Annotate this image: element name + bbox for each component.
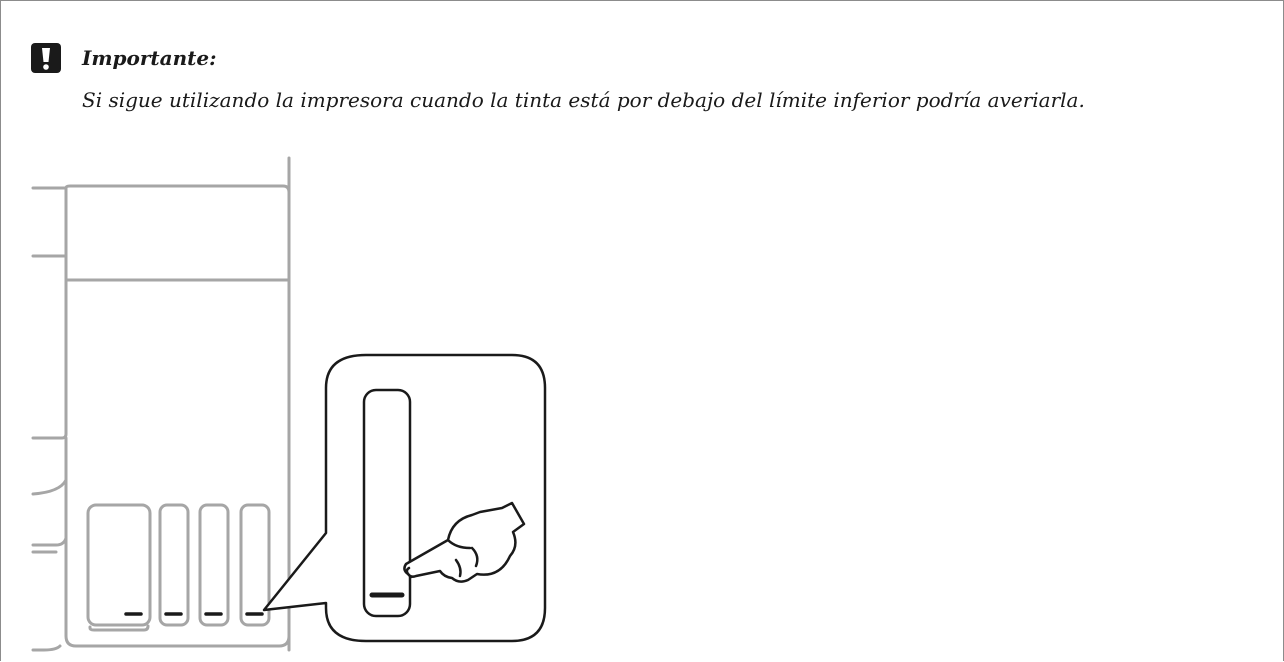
magnified-tank: [362, 388, 412, 618]
pointing-hand-icon: [403, 501, 526, 583]
note-text: Si sigue utilizando la impresora cuando …: [82, 88, 1085, 112]
note-title: Importante:: [82, 46, 217, 70]
ink-tank-yellow: [239, 503, 271, 627]
ink-tank-illustration: [31, 156, 547, 652]
ink-tank-cyan: [158, 503, 190, 627]
important-exclamation-icon: [31, 43, 61, 73]
ink-tank-black: [86, 503, 152, 627]
ink-tank-magenta: [198, 503, 230, 627]
